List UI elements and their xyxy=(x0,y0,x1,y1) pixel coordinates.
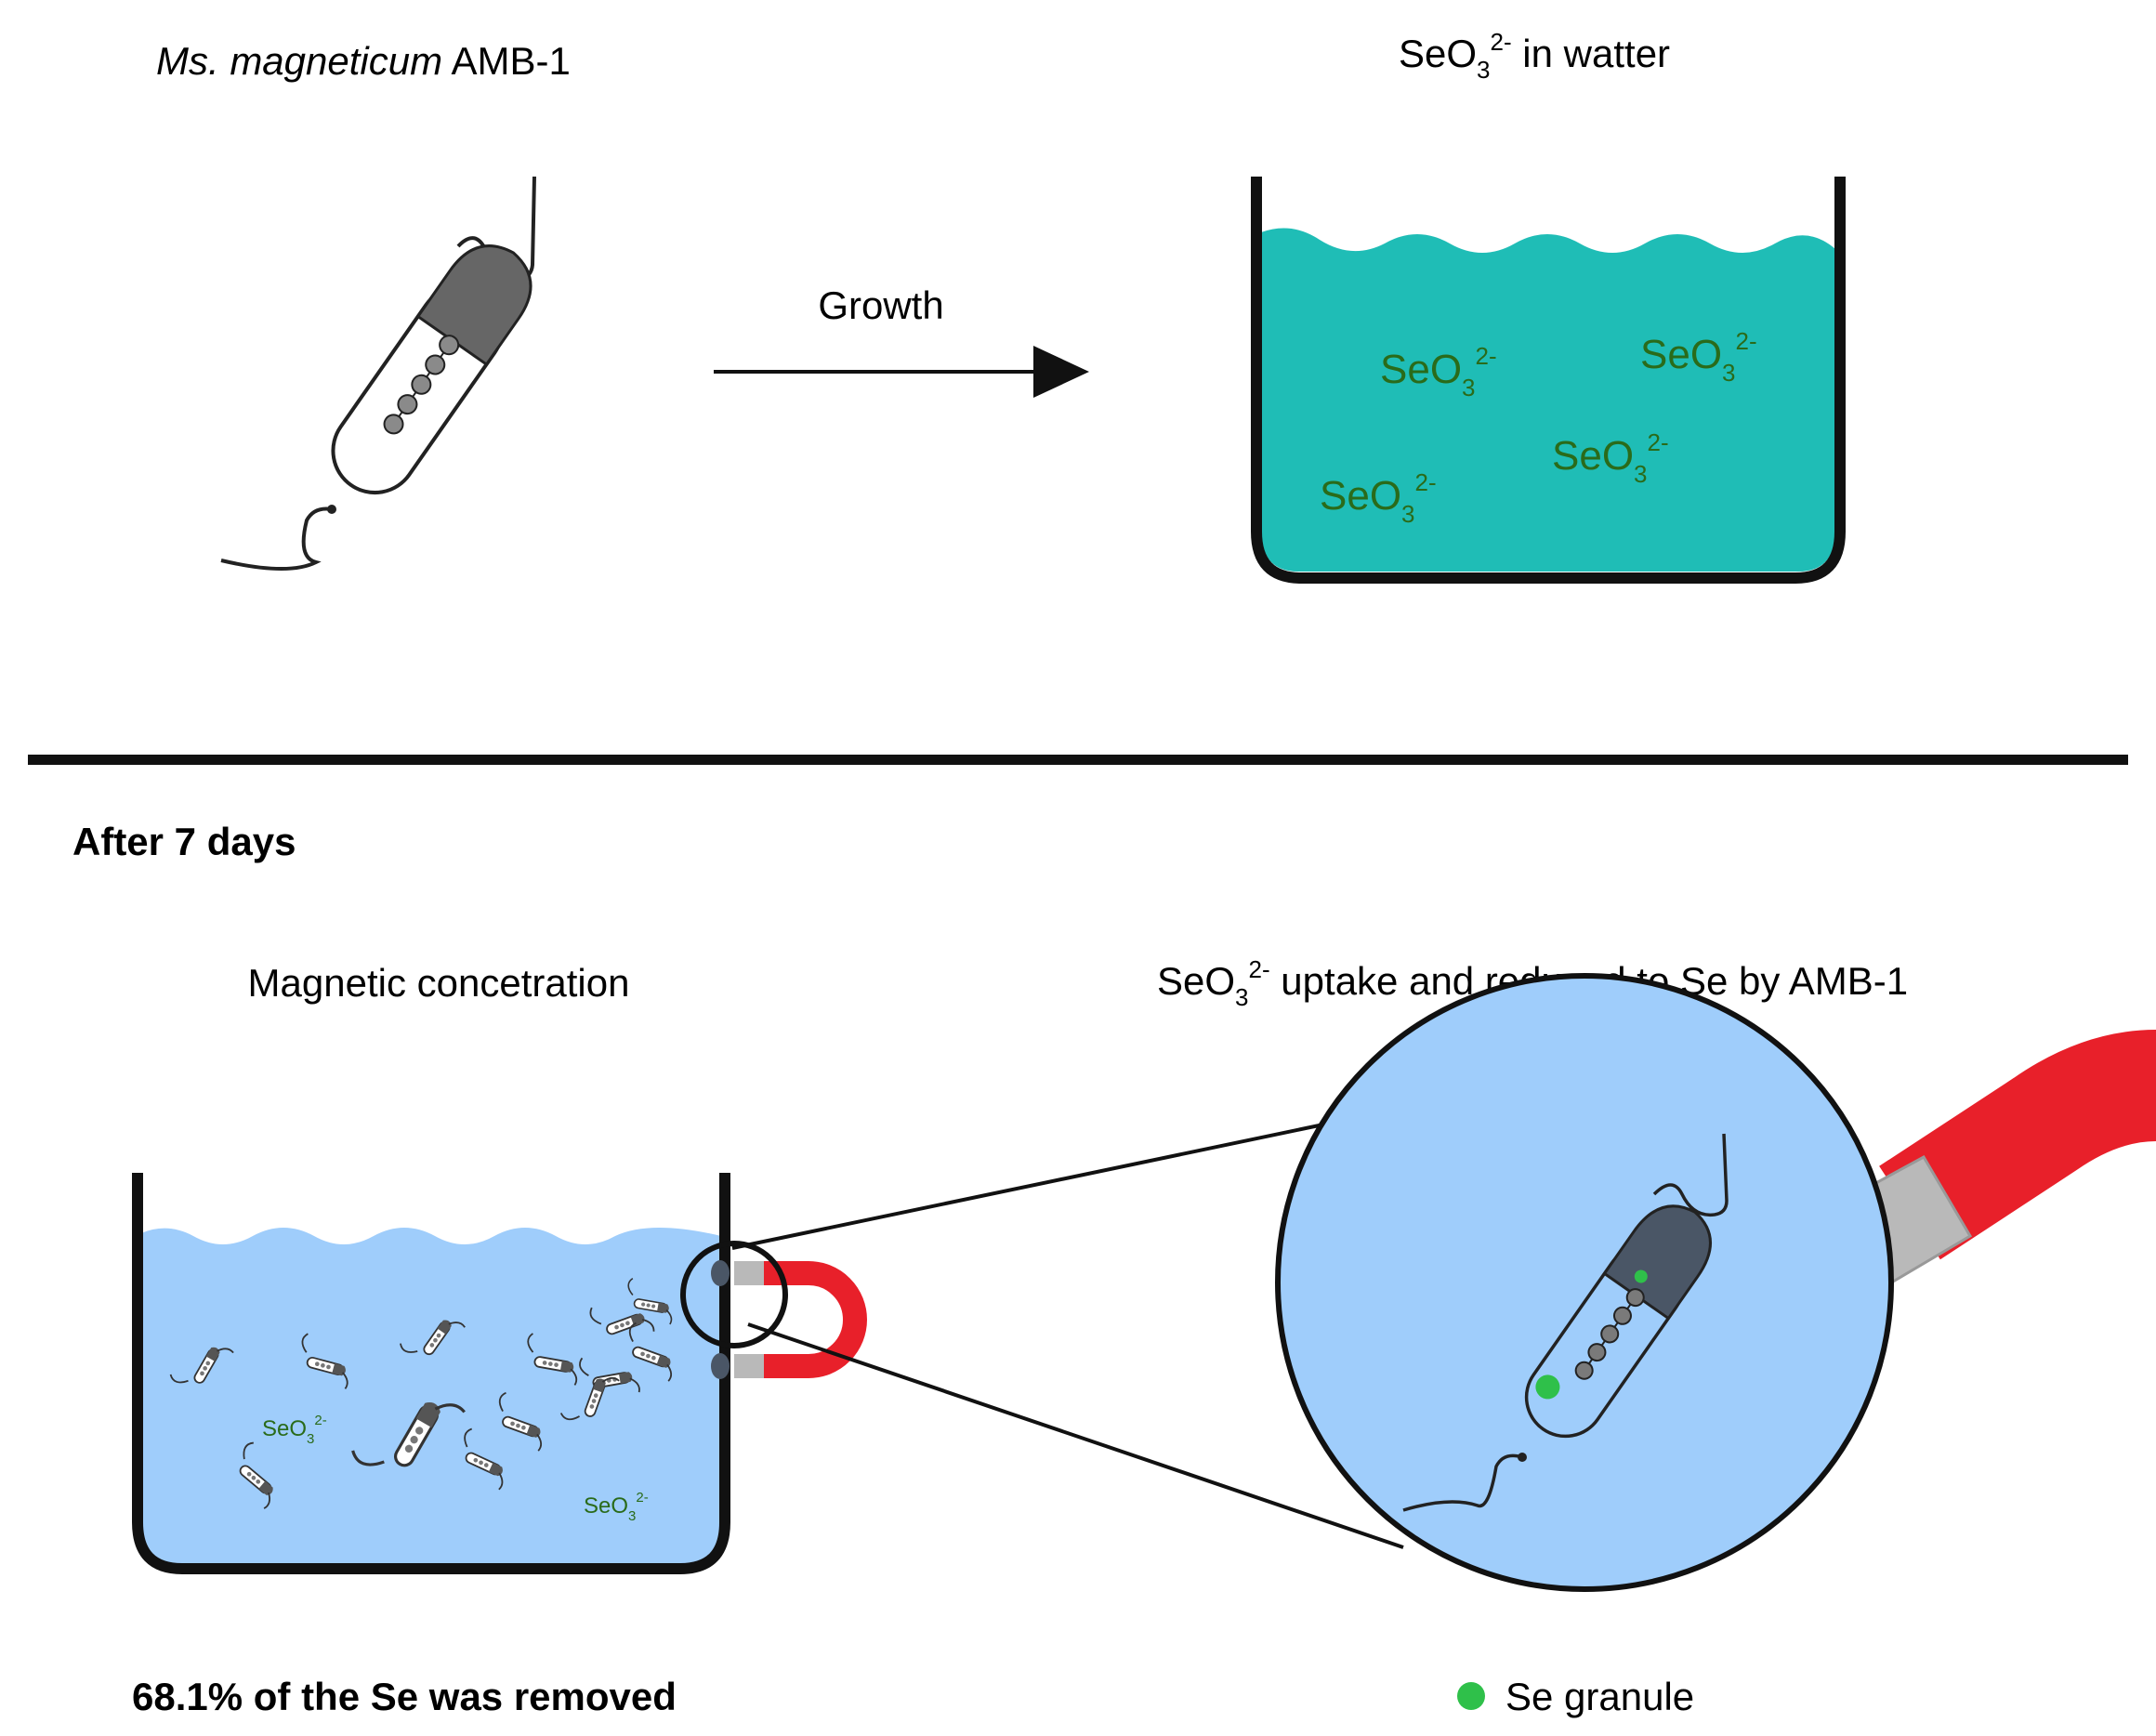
selenite-ion-label: SeO32- xyxy=(1320,468,1437,528)
selenite-ion-label: SeO32- xyxy=(1380,342,1497,401)
small-magnet-pole xyxy=(734,1354,764,1378)
top-beaker-wall xyxy=(1251,177,1846,584)
organism-title: Ms. magneticum AMB-1 xyxy=(156,39,571,83)
section-title: After 7 days xyxy=(72,820,296,863)
legend-granule-icon xyxy=(1457,1682,1485,1710)
magnetosome-chain xyxy=(383,335,460,435)
large-magnet-body xyxy=(1879,1030,2156,1260)
growth-label: Growth xyxy=(818,283,943,327)
section-divider xyxy=(28,755,2128,765)
zoom-source-circle xyxy=(680,1241,788,1348)
zoomed-bacterium xyxy=(1402,1133,1729,1512)
se-granule-dot xyxy=(1535,1374,1560,1400)
growth-arrowhead xyxy=(1033,346,1089,398)
selenite-ion-label: SeO32- xyxy=(262,1413,327,1447)
top-beaker xyxy=(1251,177,1846,584)
top-beaker-title: SeO32- in watter xyxy=(1399,28,1670,84)
small-magnet-body xyxy=(753,1261,867,1378)
zoom-line xyxy=(731,1104,1413,1250)
se-granule-dot xyxy=(1634,1269,1648,1283)
selenite-ion-label: SeO32- xyxy=(1552,428,1669,488)
bottom-beaker-water xyxy=(141,1228,721,1563)
bacterium-illustration xyxy=(220,176,536,572)
top-beaker-water xyxy=(1261,228,1835,572)
zoom-circle-background xyxy=(1275,973,1894,1592)
selenite-ion-label: SeO32- xyxy=(1640,327,1757,387)
zoom-line xyxy=(747,1322,1404,1549)
small-magnet xyxy=(711,1260,867,1379)
bacterium-dark-pole xyxy=(415,244,532,367)
result-text: 68.1% of the Se was removed xyxy=(132,1675,677,1718)
bottom-beaker-wall xyxy=(132,1173,730,1574)
left-panel-title: Magnetic concetration xyxy=(248,961,630,1005)
bottom-beaker xyxy=(132,1173,730,1574)
zoom-circle xyxy=(1275,973,1894,1592)
small-magnet-pole xyxy=(734,1261,764,1285)
legend-label: Se granule xyxy=(1505,1675,1694,1718)
bacterium-flagellum-bottom xyxy=(220,506,333,572)
selenite-ion-label: SeO32- xyxy=(584,1490,649,1524)
